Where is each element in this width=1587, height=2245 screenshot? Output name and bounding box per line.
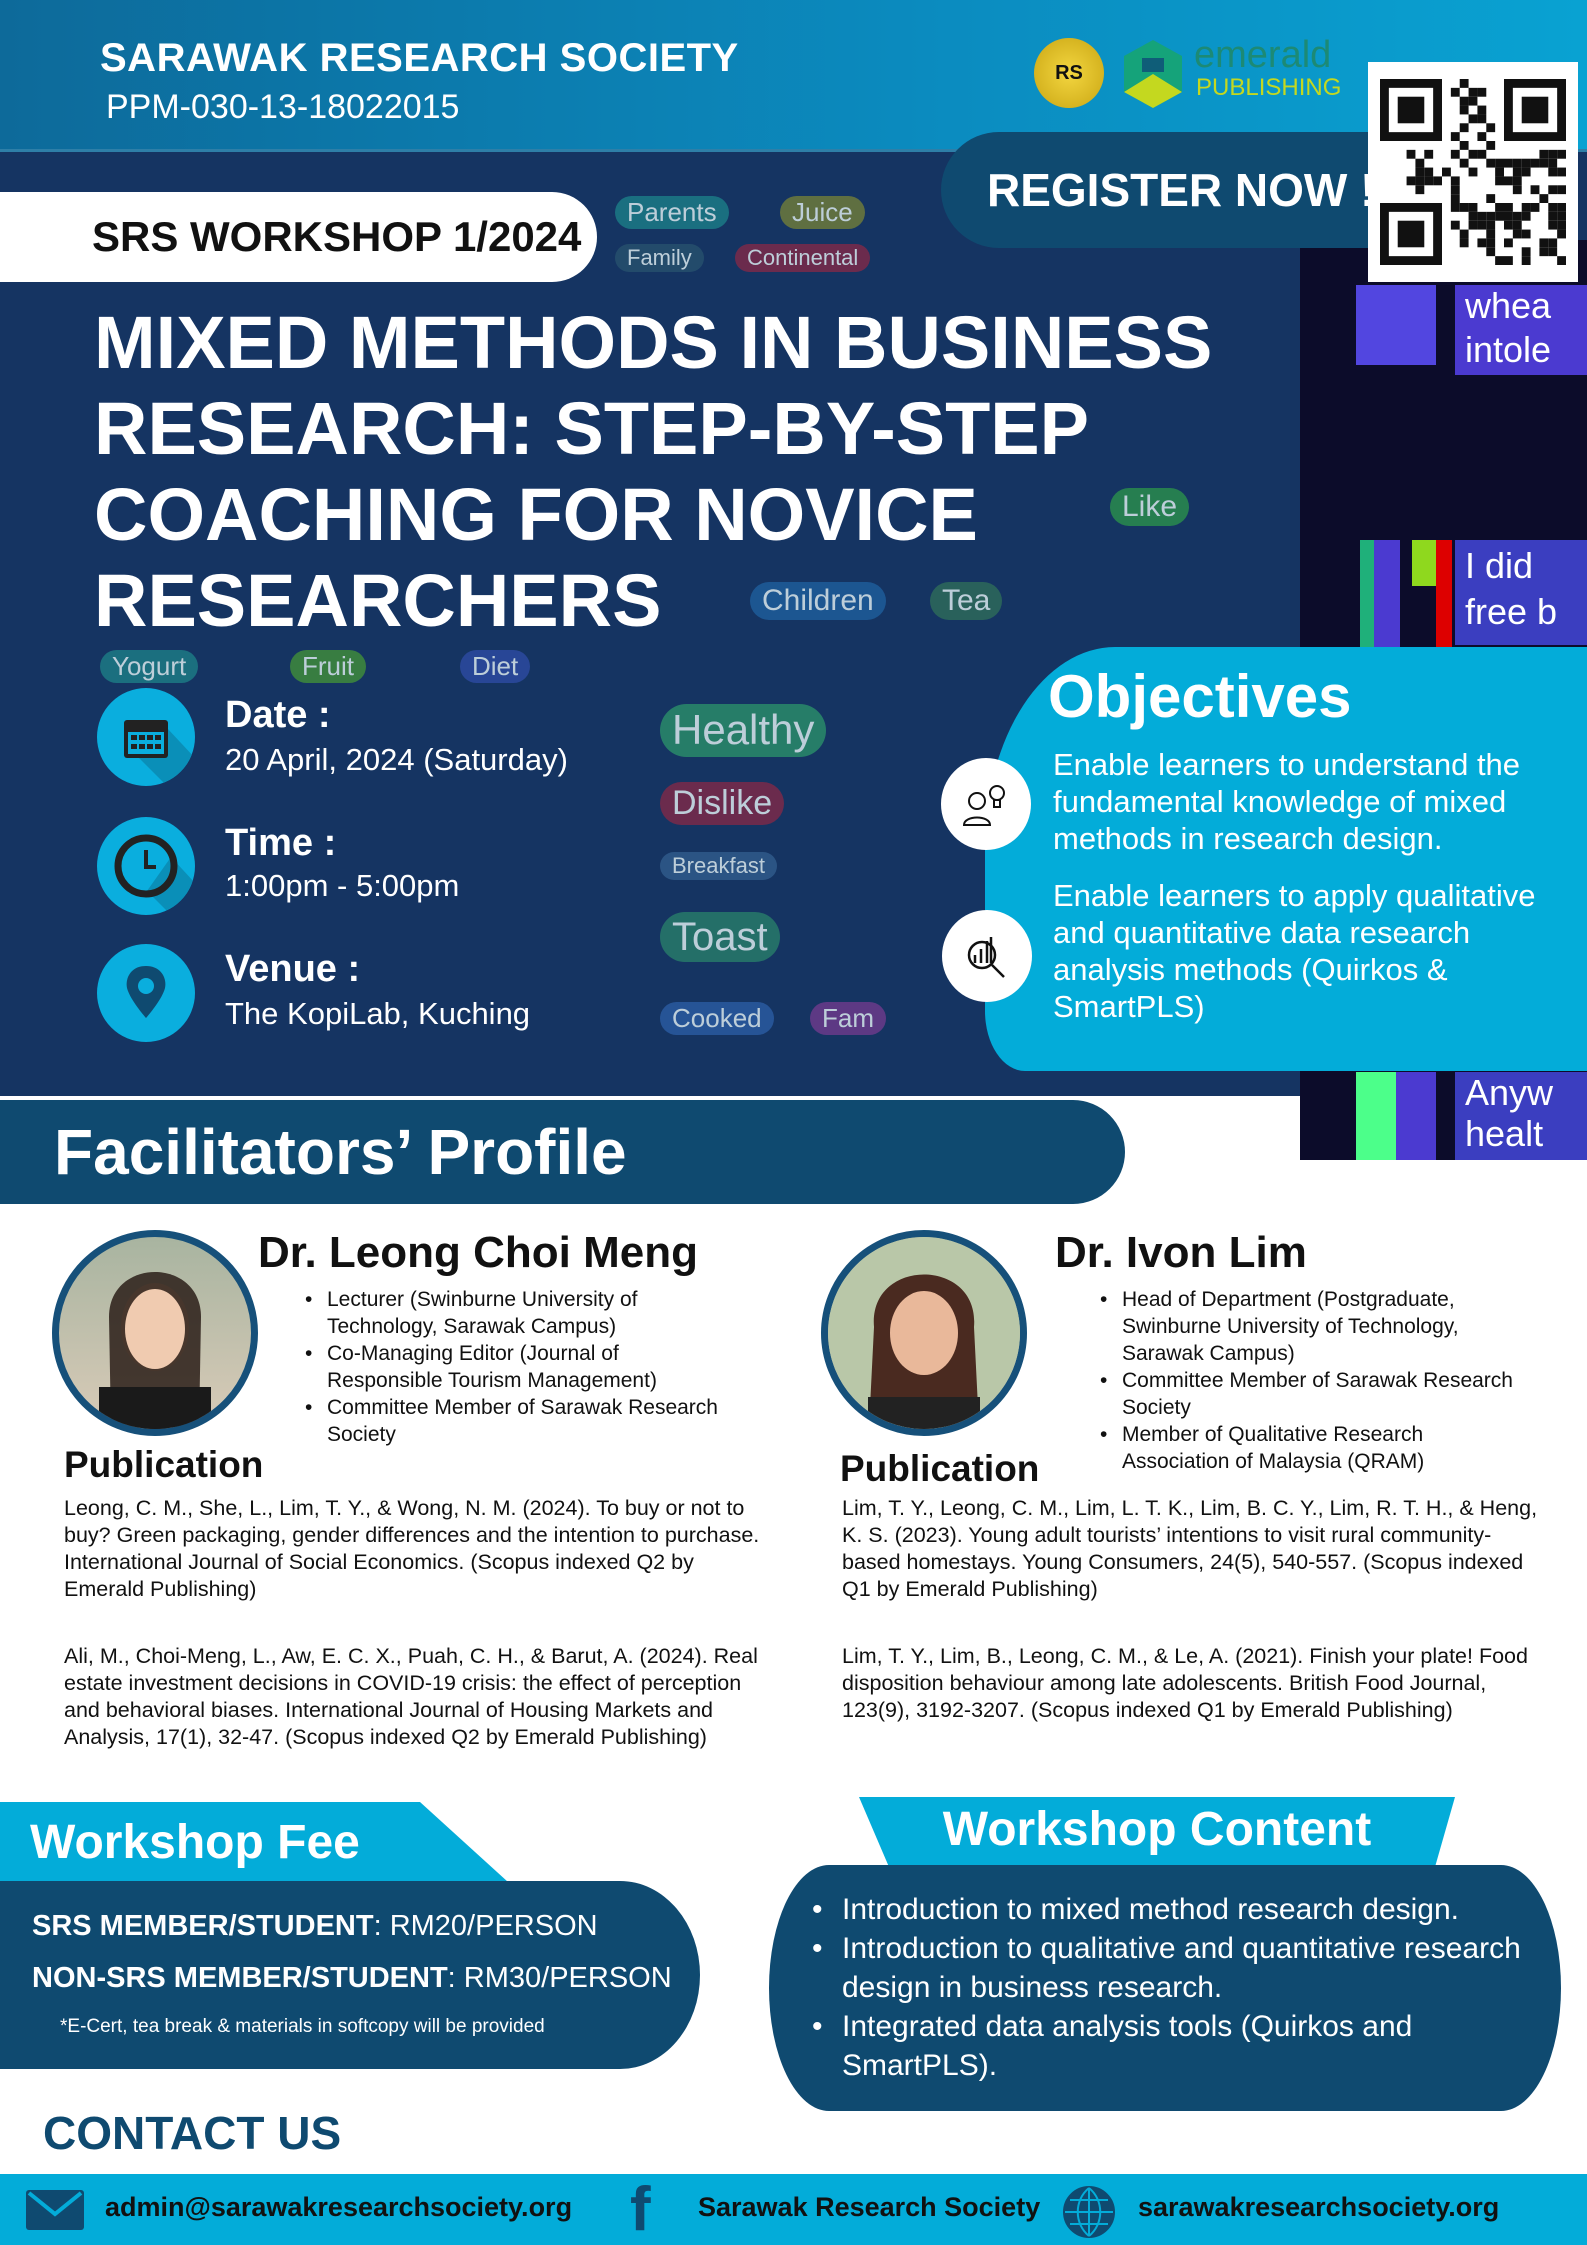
- publication-item: Ali, M., Choi-Meng, L., Aw, E. C. X., Pu…: [64, 1644, 758, 1749]
- workshop-title: MIXED METHODS IN BUSINESS RESEARCH: STEP…: [94, 300, 1294, 644]
- fee-row: SRS MEMBER/STUDENT: RM20/PERSON: [32, 1910, 598, 1943]
- objective-item: Enable learners to understand the fundam…: [1053, 747, 1521, 856]
- fee-price: : RM30/PERSON: [447, 1962, 672, 1994]
- strip-text: whea: [1465, 286, 1552, 326]
- bg-bubble: Family: [615, 244, 704, 272]
- bg-bubble: Breakfast: [660, 852, 777, 880]
- registration-number: PPM-030-13-18022015: [106, 88, 460, 126]
- role-item: Member of Qualitative Research Associati…: [1100, 1421, 1530, 1475]
- bg-bubble: Parents: [615, 196, 729, 229]
- role-item: Co-Managing Editor (Journal of Responsib…: [305, 1340, 725, 1394]
- content-item: Integrated data analysis tools (Quirkos …: [812, 2007, 1532, 2085]
- objectives-title: Objectives: [1048, 663, 1352, 730]
- qr-code-icon: [1380, 79, 1566, 265]
- website-link[interactable]: sarawakresearchsociety.org: [1138, 2192, 1500, 2222]
- bg-bubble: Tea: [930, 582, 1003, 620]
- srs-logo: RS: [1034, 38, 1104, 108]
- date-value: 20 April, 2024 (Saturday): [225, 742, 568, 777]
- time-label: Time :: [225, 822, 337, 864]
- emerald-publishing-logo: emerald PUBLISHING: [1122, 34, 1342, 110]
- facilitator-photo-lim: [821, 1230, 1027, 1436]
- bg-bubble: Toast: [660, 912, 780, 962]
- fee-category: SRS MEMBER/STUDENT: [32, 1910, 374, 1942]
- bg-bubble: Yogurt: [100, 650, 199, 683]
- strip-text: Anyw: [1465, 1073, 1554, 1113]
- publication-heading: Publication: [840, 1448, 1040, 1489]
- publication-heading: Publication: [64, 1444, 264, 1485]
- date-label: Date :: [225, 694, 331, 736]
- publication-item: Lim, T. Y., Lim, B., Leong, C. M., & Le,…: [842, 1644, 1528, 1722]
- facilitator-photo-leong: [52, 1230, 258, 1436]
- bg-bubble: Fruit: [290, 650, 366, 683]
- bg-bubble: Children: [750, 582, 886, 620]
- emerald-wordmark: emerald: [1194, 34, 1332, 76]
- bg-bubble: Like: [1110, 488, 1190, 526]
- header-band: [0, 0, 1587, 152]
- publication-item: Lim, T. Y., Leong, C. M., Lim, L. T. K.,…: [842, 1496, 1538, 1601]
- objectives-panel: [985, 647, 1587, 1071]
- workshop-content-heading: Workshop Content: [859, 1797, 1455, 1867]
- facilitator-roles: Lecturer (Swinburne University of Techno…: [305, 1286, 725, 1448]
- publication-item: Leong, C. M., She, L., Lim, T. Y., & Won…: [64, 1496, 760, 1601]
- contact-footer: [0, 2174, 1587, 2245]
- organization-name: SARAWAK RESEARCH SOCIETY: [100, 36, 739, 80]
- title-line: COACHING FOR NOVICE: [94, 473, 978, 556]
- facilitator-roles: Head of Department (Postgraduate, Swinbu…: [1100, 1286, 1530, 1475]
- bg-bubble: Cooked: [660, 1002, 774, 1035]
- objective-item: Enable learners to apply qualitative and…: [1053, 878, 1536, 1024]
- contact-heading: CONTACT US: [43, 2107, 342, 2159]
- facilitator-name: Dr. Leong Choi Meng: [258, 1228, 698, 1277]
- role-item: Head of Department (Postgraduate, Swinbu…: [1100, 1286, 1530, 1367]
- title-line: MIXED METHODS IN BUSINESS: [94, 301, 1213, 384]
- publishing-wordmark: PUBLISHING: [1196, 74, 1342, 101]
- strip-text: healt: [1465, 1114, 1544, 1154]
- role-item: Committee Member of Sarawak Research Soc…: [305, 1394, 725, 1448]
- fee-note: *E-Cert, tea break & materials in softco…: [60, 2016, 545, 2037]
- workshop-fee-heading: Workshop Fee: [0, 1802, 508, 1882]
- time-value: 1:00pm - 5:00pm: [225, 868, 460, 903]
- facebook-icon: f: [630, 2175, 651, 2244]
- content-item: Introduction to qualitative and quantita…: [812, 1929, 1532, 2007]
- strip-text: intole: [1465, 330, 1552, 370]
- title-line: RESEARCHERS: [94, 559, 662, 642]
- fee-category: NON-SRS MEMBER/STUDENT: [32, 1962, 448, 1994]
- facebook-link[interactable]: Sarawak Research Society: [698, 2192, 1041, 2222]
- clock-icon: [97, 817, 195, 915]
- emerald-gem-icon: [1124, 40, 1182, 108]
- email-link[interactable]: admin@sarawakresearchsociety.org: [105, 2192, 573, 2222]
- title-line: RESEARCH: STEP-BY-STEP: [94, 387, 1090, 470]
- calendar-icon: [97, 688, 195, 786]
- workshop-content-list: Introduction to mixed method research de…: [812, 1890, 1532, 2085]
- registration-qr-code[interactable]: [1368, 62, 1578, 282]
- globe-icon: [1062, 2185, 1116, 2244]
- workshop-badge: SRS WORKSHOP 1/2024: [0, 192, 597, 282]
- fee-row: NON-SRS MEMBER/STUDENT: RM30/PERSON: [32, 1962, 672, 1995]
- facilitator-name: Dr. Ivon Lim: [1055, 1228, 1307, 1277]
- venue-label: Venue :: [225, 948, 361, 990]
- workshop-fee-panel: [0, 1881, 700, 2069]
- facilitators-heading: Facilitators’ Profile: [0, 1100, 1125, 1204]
- bg-bubble: Continental: [735, 244, 871, 272]
- role-item: Lecturer (Swinburne University of Techno…: [305, 1286, 725, 1340]
- fee-price: : RM20/PERSON: [373, 1910, 598, 1942]
- person-lightbulb-icon: [941, 758, 1031, 850]
- email-icon: [26, 2190, 84, 2235]
- venue-value: The KopiLab, Kuching: [225, 996, 531, 1031]
- bg-bubble: Healthy: [660, 704, 827, 757]
- strip-text: free b: [1465, 592, 1558, 632]
- bg-bubble: Dislike: [660, 782, 785, 825]
- role-item: Committee Member of Sarawak Research Soc…: [1100, 1367, 1530, 1421]
- bg-bubble: Juice: [780, 196, 865, 229]
- register-now-button[interactable]: REGISTER NOW !: [941, 132, 1381, 248]
- strip-text: I did: [1465, 546, 1534, 586]
- content-item: Introduction to mixed method research de…: [812, 1890, 1532, 1929]
- bg-bubble: Fam: [810, 1002, 886, 1035]
- chart-magnifier-icon: [942, 910, 1032, 1002]
- bg-bubble: Diet: [460, 650, 531, 683]
- location-pin-icon: [97, 944, 195, 1042]
